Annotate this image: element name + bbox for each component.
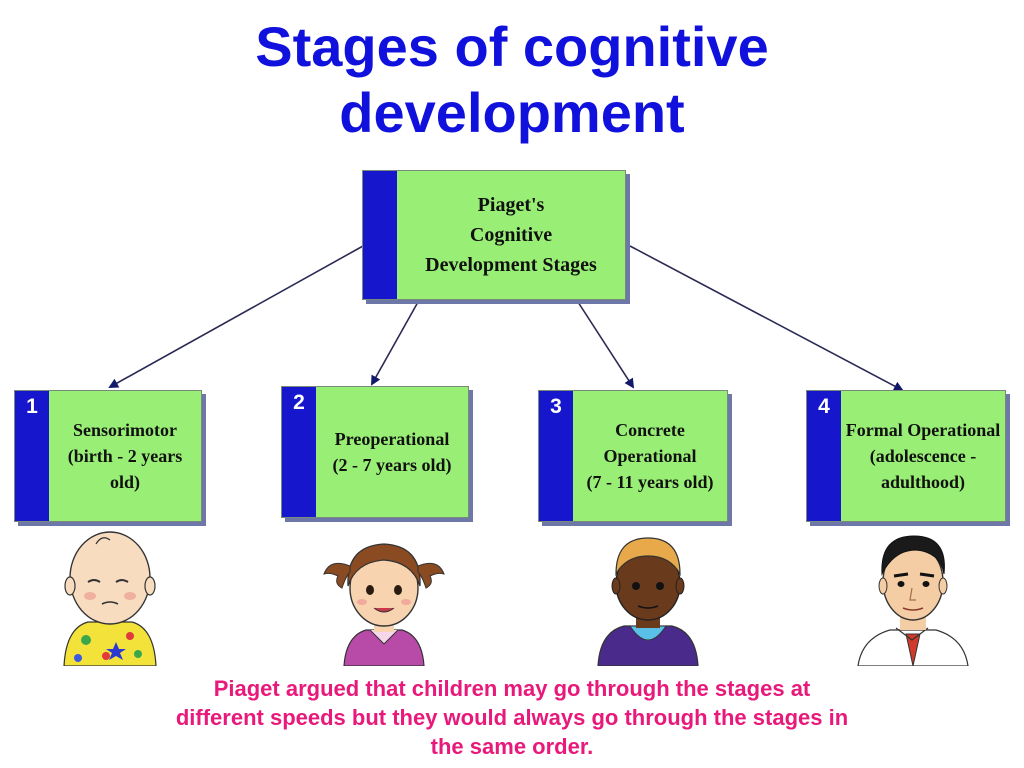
girl-illustration [323,543,445,666]
stage-4-text: Formal Operational (adolescence - adulth… [841,391,1005,521]
stage-number: 2 [293,391,305,414]
stage-4-line-3: adulthood) [880,472,966,492]
title-line-1: Stages of cognitive [255,15,769,78]
root-node-box: Piaget's Cognitive Development Stages [362,170,626,300]
stage-number: 1 [26,395,38,418]
stage-1-line-1: Sensorimotor [73,420,177,440]
caption-text: Piaget argued that children may go throu… [60,674,964,761]
man-illustration [857,535,969,666]
stage-4-line-1: Formal Operational [845,420,1001,440]
stage-2-line-1: Preoperational [334,429,450,449]
stage-3-text: Concrete Operational (7 - 11 years old) [573,391,727,521]
caption-line-1: Piaget argued that children may go throu… [213,676,811,701]
stage-number: 3 [550,395,562,418]
stage-4-line-2: (adolescence - [869,446,977,466]
arrow-to-stage-4 [629,245,904,391]
stage-2-box: 2 Preoperational (2 - 7 years old) [281,386,469,518]
stage-3-box: 3 Concrete Operational (7 - 11 years old… [538,390,728,522]
stage-1-box: 1 Sensorimotor (birth - 2 years old) [14,390,202,522]
root-line-1: Piaget's [477,194,545,216]
node-color-bar [363,171,397,299]
stage-3-line-2: Operational [603,446,697,466]
stage-2-text: Preoperational (2 - 7 years old) [316,387,468,517]
baby-illustration [63,531,157,666]
root-node-text: Piaget's Cognitive Development Stages [397,171,625,299]
stage-3-line-3: (7 - 11 years old) [586,472,714,492]
caption-line-3: the same order. [430,734,594,759]
stage-1-line-3: old) [109,472,140,492]
node-color-bar [539,391,573,521]
boy-illustration [597,537,699,666]
stage-number: 4 [818,395,830,418]
stage-1-text: Sensorimotor (birth - 2 years old) [49,391,201,521]
stage-2-line-2: (2 - 7 years old) [332,455,452,475]
arrow-to-stage-2 [371,301,419,386]
stage-3-line-1: Concrete [615,420,685,440]
page-title: Stages of cognitive development [0,14,1024,146]
root-line-3: Development Stages [425,254,597,276]
node-color-bar [282,387,316,517]
arrow-to-stage-1 [108,245,364,388]
arrow-to-stage-3 [577,301,635,389]
title-line-2: development [339,81,685,144]
root-line-2: Cognitive [469,224,553,246]
caption-line-2: different speeds but they would always g… [175,705,849,730]
stage-1-line-2: (birth - 2 years [67,446,183,466]
stage-4-box: 4 Formal Operational (adolescence - adul… [806,390,1006,522]
node-color-bar [807,391,841,521]
node-color-bar [15,391,49,521]
